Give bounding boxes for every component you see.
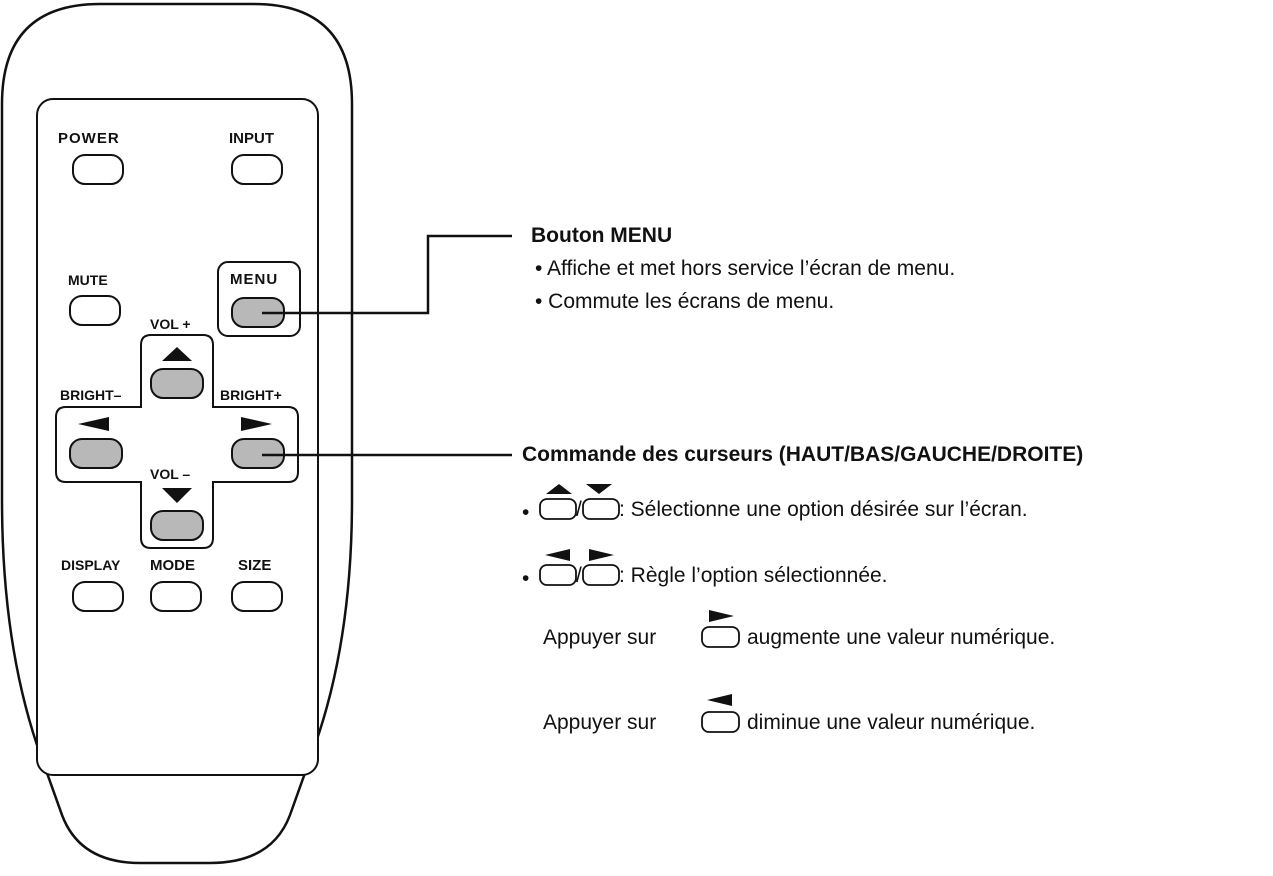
mode-label: MODE	[150, 557, 195, 574]
increase-description: augmente une valeur numérique.	[747, 626, 1056, 649]
right-button	[231, 438, 285, 469]
vol-minus-label: VOL –	[150, 466, 191, 482]
input-button	[231, 154, 283, 185]
menu-leader-line	[262, 234, 512, 315]
bright-minus-label: BRIGHT–	[60, 387, 122, 403]
size-button	[231, 581, 283, 612]
right-arrow-icon	[241, 417, 272, 431]
left-button	[69, 438, 123, 469]
inline-increase-key-icon	[701, 610, 740, 648]
menu-callout-title: Bouton MENU	[531, 224, 673, 247]
inline-right-key-icon	[582, 549, 620, 586]
menu-callout-item: • Affiche et met hors service l’écran de…	[535, 257, 956, 280]
cursor-pad-frame	[55, 334, 299, 549]
up-button	[150, 368, 204, 399]
input-label: INPUT	[229, 130, 274, 147]
leftright-bullet: •	[522, 567, 530, 590]
decrease-description: diminue une valeur numérique.	[747, 711, 1036, 734]
up-arrow-icon	[162, 347, 192, 361]
vol-plus-label: VOL +	[150, 316, 191, 332]
menu-callout-item: • Commute les écrans de menu.	[535, 290, 835, 313]
leftright-slash: /	[576, 564, 582, 587]
updown-bullet: •	[522, 501, 530, 524]
power-label: POWER	[58, 130, 120, 147]
display-label: DISPLAY	[61, 557, 121, 573]
menu-label: MENU	[230, 271, 279, 288]
increase-prefix: Appuyer sur	[543, 626, 657, 649]
inline-decrease-key-icon	[701, 694, 740, 733]
leftright-description: : Règle l’option sélectionnée.	[619, 564, 888, 587]
inline-left-key-icon	[539, 549, 577, 586]
display-button	[72, 581, 124, 612]
bright-plus-label: BRIGHT+	[220, 387, 282, 403]
inline-up-key-icon	[539, 484, 577, 520]
size-label: SIZE	[238, 557, 272, 574]
mute-label: MUTE	[68, 272, 108, 288]
inline-down-key-icon	[582, 484, 620, 520]
power-button	[72, 154, 124, 185]
down-button	[150, 510, 204, 541]
updown-slash: /	[576, 498, 582, 521]
down-arrow-icon	[162, 488, 192, 503]
cursor-callout-title: Commande des curseurs (HAUT/BAS/GAUCHE/D…	[522, 443, 1084, 466]
updown-description: : Sélectionne une option désirée sur l’é…	[619, 498, 1028, 521]
decrease-prefix: Appuyer sur	[543, 711, 657, 734]
left-arrow-icon	[78, 417, 109, 431]
mute-button	[69, 295, 121, 326]
mode-button	[150, 581, 202, 612]
